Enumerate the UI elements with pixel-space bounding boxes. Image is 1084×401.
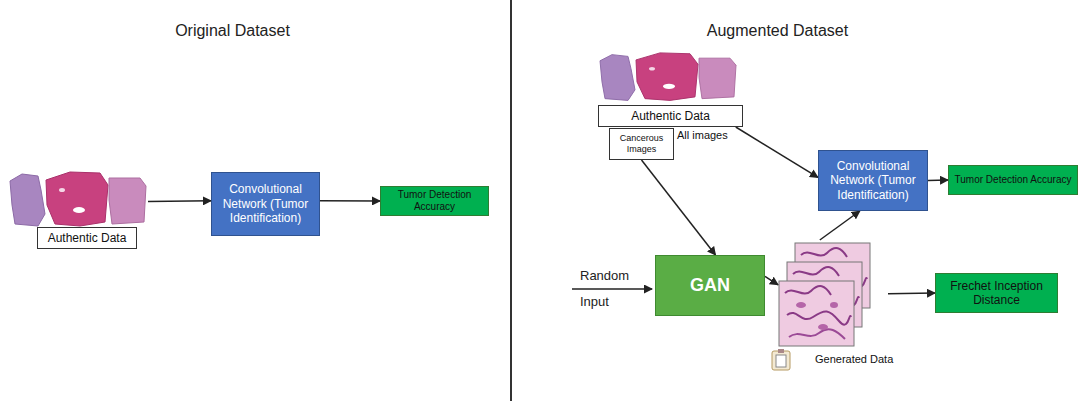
edge-label: All images (676, 129, 729, 142)
node-text: GAN (690, 275, 730, 297)
connector-arrow (148, 200, 211, 202)
connector-arrow (642, 160, 716, 255)
node-text: Cancerous Images (613, 133, 670, 155)
connector-arrow (765, 276, 778, 284)
connector-arrow (320, 200, 380, 202)
panel-title: Original Dataset (160, 21, 305, 40)
node-text: Tumor Detection Accuracy (385, 189, 484, 213)
clipboard-paper (776, 355, 786, 367)
node-text: Frechet Inception Distance (941, 279, 1052, 308)
tissue-image (600, 53, 736, 101)
node-text: Tumor Detection Accuracy (955, 174, 1072, 186)
connector-arrow (928, 179, 948, 181)
clipboard-icon (772, 349, 790, 370)
metric-box: Tumor Detection Accuracy (380, 186, 489, 216)
data-source: Authentic Data (8, 171, 148, 249)
process-box: Convolutional Network (Tumor Identificat… (818, 150, 928, 211)
panel-title: Augmented Dataset (695, 21, 860, 40)
process-box: Convolutional Network (Tumor Identificat… (211, 172, 320, 236)
caption-box: Authentic Data (598, 105, 743, 127)
generated-tile (779, 281, 854, 346)
metric-box: Frechet Inception Distance (935, 273, 1058, 313)
input-label: Random Input (580, 263, 632, 315)
node-text: Convolutional Network (Tumor Identificat… (217, 182, 314, 225)
clipboard-clip (778, 349, 784, 353)
connector-arrow (820, 211, 860, 240)
tissue-image (10, 172, 146, 226)
connector-arrow (736, 127, 818, 177)
caption-box: Authentic Data (37, 227, 137, 249)
gan-box: GAN (655, 255, 765, 316)
node-text: Convolutional Network (Tumor Identificat… (824, 159, 922, 202)
input-arrow (572, 288, 652, 290)
generated-stack: Generated Data (778, 240, 888, 368)
divider-line (510, 0, 512, 401)
connector-arrow (888, 292, 935, 294)
subset-box: Cancerous Images (609, 128, 674, 160)
clipboard-body (772, 351, 790, 370)
metric-box: Tumor Detection Accuracy (948, 165, 1078, 195)
data-source: Authentic Data (598, 52, 743, 127)
caption-text: Generated Data (815, 353, 893, 366)
